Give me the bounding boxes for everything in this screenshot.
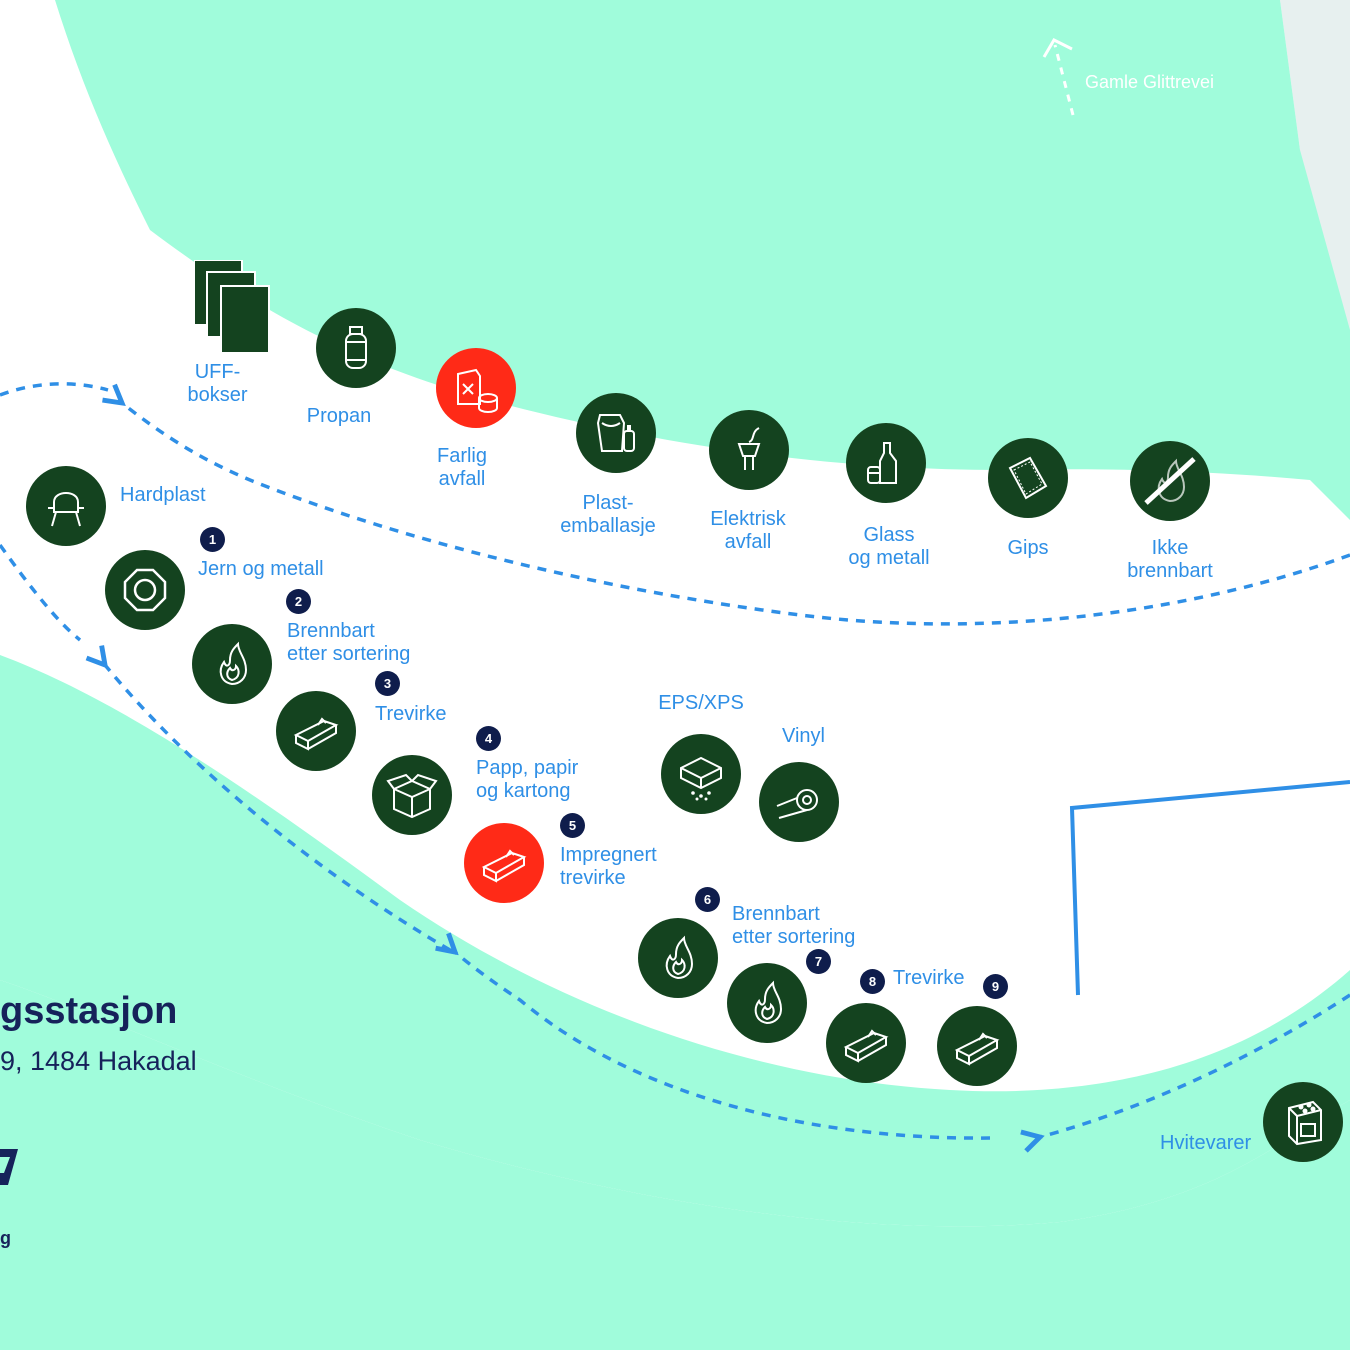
green-zone-bottom bbox=[0, 655, 1350, 1227]
stove-icon bbox=[1263, 1082, 1343, 1162]
traffic-path-lower bbox=[105, 665, 451, 952]
hardplast-label: Hardplast bbox=[120, 484, 206, 506]
grey-area bbox=[1280, 0, 1350, 330]
building-outline bbox=[1069, 780, 1350, 996]
eps-block-icon bbox=[661, 734, 741, 814]
electric-plug-icon bbox=[709, 410, 789, 490]
logo-text-fragment: g bbox=[0, 1228, 11, 1248]
road-label: Gamle Glittrevei bbox=[1085, 72, 1215, 92]
wood-plank-icon bbox=[276, 691, 356, 771]
propan-label: Propan bbox=[306, 405, 372, 427]
station-number-1: 1 bbox=[200, 527, 225, 552]
plasterboard-icon bbox=[988, 438, 1068, 518]
no-fire-icon bbox=[1130, 441, 1210, 521]
traffic-path-upper bbox=[122, 403, 1350, 626]
gas-cylinder-icon bbox=[316, 308, 396, 388]
vinyl-roll-icon bbox=[759, 762, 839, 842]
station-number-5: 5 bbox=[560, 813, 585, 838]
station-number-7: 7 bbox=[806, 949, 831, 974]
hvitevarer-label: Hvitevarer bbox=[1160, 1132, 1252, 1154]
plast-label: Plast-emballasje bbox=[560, 492, 656, 537]
station-number-8: 8 bbox=[860, 969, 885, 994]
station-number-9: 9 bbox=[983, 974, 1008, 999]
green-zone-top bbox=[55, 0, 1350, 520]
traffic-path-bottom bbox=[455, 952, 991, 1140]
road-arrow-icon bbox=[1042, 38, 1073, 58]
traffic-path-right bbox=[1040, 993, 1350, 1137]
bottle-can-icon bbox=[846, 423, 926, 503]
station-number-2: 2 bbox=[286, 589, 311, 614]
eps-label: EPS/XPS bbox=[658, 692, 744, 714]
trevirke-1-label: Trevirke bbox=[375, 703, 447, 725]
station-title: gsstasjon bbox=[0, 990, 178, 1032]
metal-nut-icon bbox=[105, 550, 185, 630]
flame-icon-7 bbox=[727, 963, 807, 1043]
cardboard-box-icon bbox=[372, 755, 452, 835]
uff-stacked-boxes-icon bbox=[193, 259, 274, 355]
traffic-path-left bbox=[0, 543, 82, 642]
flame-icon-6 bbox=[638, 918, 718, 998]
trevirke-2-label: Trevirke bbox=[893, 967, 965, 989]
jern-label: Jern og metall bbox=[198, 558, 324, 580]
flame-icon bbox=[192, 624, 272, 704]
traffic-path-top-left bbox=[0, 382, 109, 397]
wood-plank-red-icon bbox=[464, 823, 544, 903]
wood-plank-icon-9 bbox=[937, 1006, 1017, 1086]
plastic-packaging-icon bbox=[576, 393, 656, 473]
logo-fragment-icon bbox=[0, 1145, 20, 1190]
hazard-canister-icon bbox=[436, 348, 516, 428]
uff-label: UFF-bokser bbox=[187, 361, 248, 406]
wood-plank-icon-8 bbox=[826, 1003, 906, 1083]
road-path bbox=[1053, 44, 1075, 116]
station-number-4: 4 bbox=[476, 726, 501, 751]
gips-label: Gips bbox=[1007, 537, 1049, 559]
station-address: 9, 1484 Hakadal bbox=[0, 1046, 197, 1076]
green-zone-bottom-left bbox=[0, 980, 1350, 1350]
station-number-6: 6 bbox=[695, 887, 720, 912]
vinyl-label: Vinyl bbox=[782, 725, 825, 747]
plastic-chair-icon bbox=[26, 466, 106, 546]
station-number-3: 3 bbox=[375, 671, 400, 696]
